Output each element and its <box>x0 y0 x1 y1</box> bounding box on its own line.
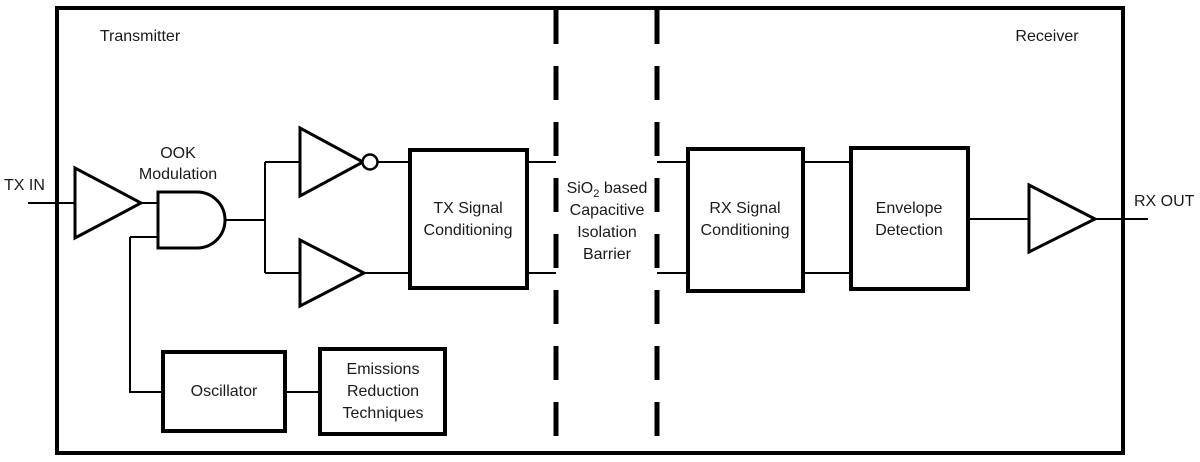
barrier-label-line3: Isolation <box>577 224 637 241</box>
tx-in-label: TX IN <box>4 177 45 194</box>
envelope-detection-label-line2: Detection <box>875 222 943 239</box>
receiver-label: Receiver <box>1015 28 1079 45</box>
barrier-label-line1: SiO2 based <box>567 180 648 200</box>
and-gate <box>156 190 227 250</box>
rx-out-label: RX OUT <box>1134 193 1195 210</box>
outer-frame <box>55 6 1125 455</box>
oscillator-label: Oscillator <box>191 383 258 400</box>
buffer-gate <box>298 237 368 309</box>
tx-signal-conditioning-label-line2: Conditioning <box>424 222 513 239</box>
emissions-reduction-label-line2: Reduction <box>347 383 419 400</box>
rx-signal-conditioning-label-line1: RX Signal <box>709 200 780 217</box>
tx-signal-conditioning-block <box>408 148 529 290</box>
emissions-reduction-label-line3: Techniques <box>343 405 424 422</box>
rx-signal-conditioning-label-line2: Conditioning <box>701 222 790 239</box>
tx-signal-conditioning-label-line1: TX Signal <box>433 200 502 217</box>
barrier-label-line2: Capacitive <box>570 202 645 219</box>
emissions-reduction-label-line1: Emissions <box>347 361 420 378</box>
ook-modulation-label-line2: Modulation <box>139 166 217 183</box>
envelope-detection-label-line1: Envelope <box>876 200 943 217</box>
input-buffer-gate <box>73 165 145 241</box>
envelope-detection-block <box>849 146 970 291</box>
transmitter-label: Transmitter <box>100 28 181 45</box>
rx-signal-conditioning-block <box>686 147 805 293</box>
wire-oscillator-to-and <box>129 237 163 393</box>
output-buffer-gate <box>1027 182 1099 255</box>
inverter-bubble-icon <box>361 153 379 171</box>
emissions-reduction-block <box>318 347 447 436</box>
barrier-label-line4: Barrier <box>583 246 632 263</box>
inverter-gate <box>298 125 367 199</box>
ook-modulation-label-line1: OOK <box>160 145 196 162</box>
